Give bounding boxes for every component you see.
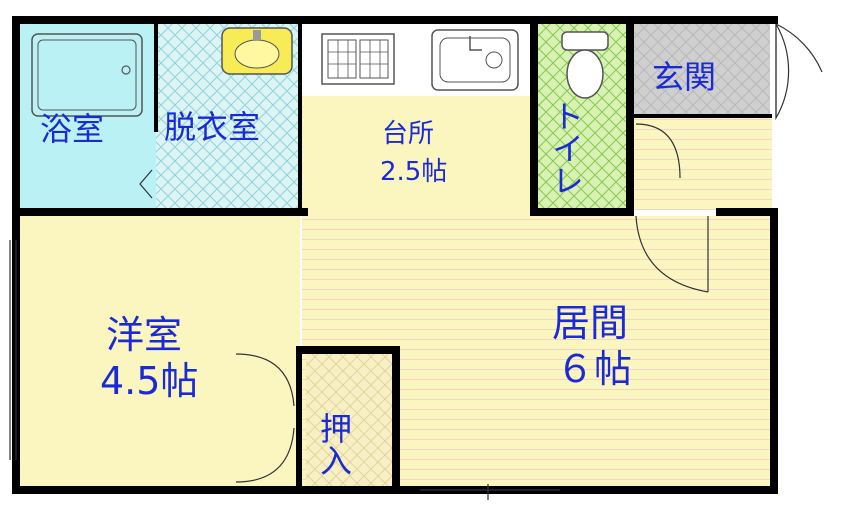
doors [9,23,823,500]
dressing-label: 脱衣室 [164,108,260,146]
closet-door-bottom [235,427,295,483]
kitchen-label: 台所 [382,119,434,149]
closet-floor [306,354,394,488]
stove-grate [328,40,388,78]
bathtub [31,33,143,117]
bathtub-inner [37,39,137,111]
hall-floor [634,118,772,210]
stove-burner-right [359,39,389,79]
entrance-label: 玄関 [652,58,716,96]
sink-drain [485,51,503,69]
kitchen-floor [302,96,532,216]
sink-faucet [469,36,482,51]
entrance-floor [634,22,770,118]
living-label: 居間 [552,301,628,345]
stove [321,33,395,85]
stove-burner-left [327,39,357,79]
kitchen-size-label: 2.5帖 [380,157,447,187]
washbasin-bowl [234,39,280,69]
western-room-label: 洋室 [106,313,182,357]
bathtub-drain [121,65,131,75]
washbasin-faucet [253,30,261,40]
toilet-label: トイレ [547,100,585,196]
bath-label: 浴室 [40,110,104,148]
closet-label: 押入 [315,412,353,476]
toilet-tank [561,31,609,51]
hall-door [635,215,709,293]
western-room-floor [18,214,300,488]
entrance-door [775,23,790,121]
sink [431,29,519,91]
toilet-bowl [566,49,604,99]
western-room-size-label: 4.5帖 [100,359,198,403]
living-size-label: ６帖 [556,347,632,391]
closet-door-top [235,353,295,407]
sink-bowl [439,37,511,83]
bath-door [139,169,153,199]
toilet-door [635,123,681,179]
